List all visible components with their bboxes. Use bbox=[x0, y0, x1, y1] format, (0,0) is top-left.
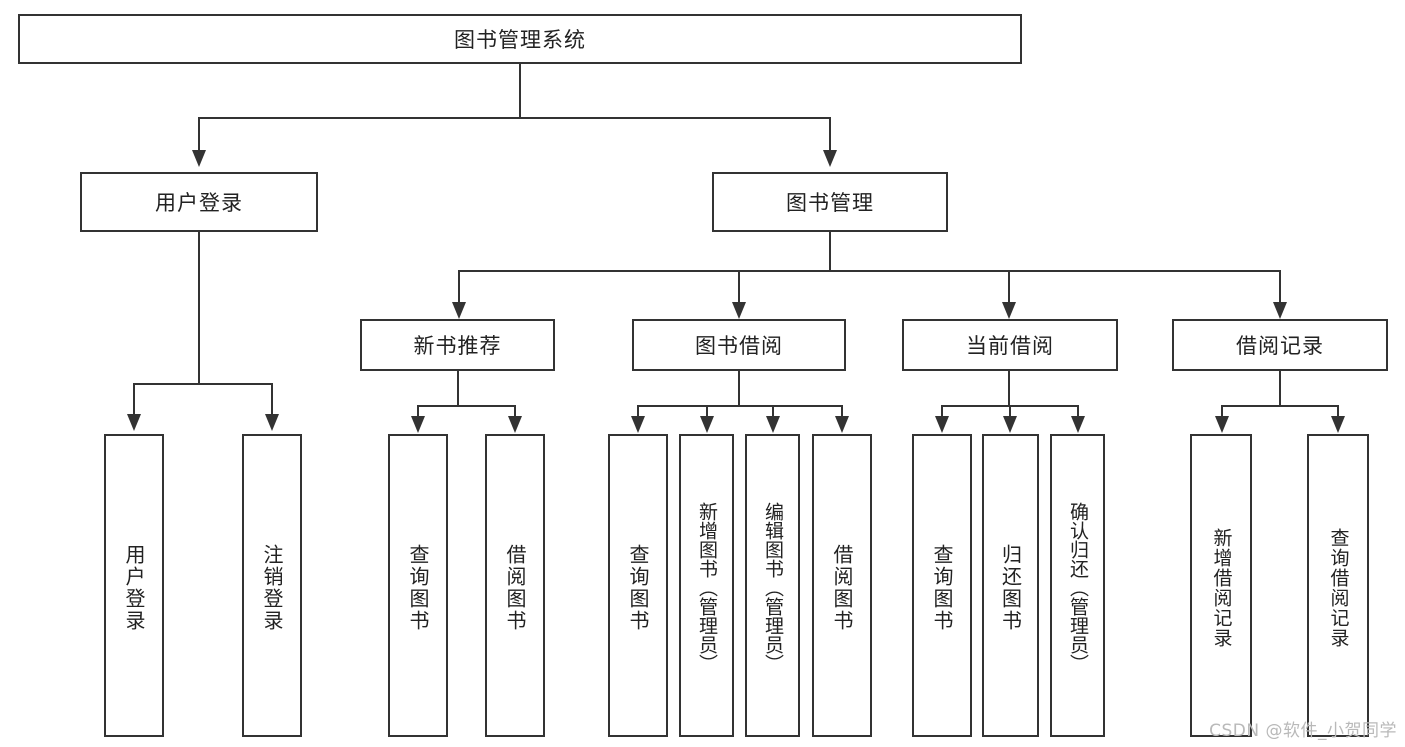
connector-user-login-bus bbox=[133, 383, 272, 385]
node-leaf-query-borrow-record[interactable]: 查询借阅记录 bbox=[1307, 434, 1369, 737]
node-label: 查询图书 bbox=[626, 543, 650, 632]
node-label: 查询借阅记录 bbox=[1327, 527, 1350, 648]
node-leaf-user-login[interactable]: 用户登录 bbox=[104, 434, 164, 737]
node-label: 图书借阅 bbox=[695, 334, 783, 358]
connector-new-book-rec-stem bbox=[457, 371, 459, 407]
connector-book-manage-drop-3 bbox=[1008, 270, 1010, 304]
node-label: 归还图书 bbox=[998, 543, 1023, 632]
node-leaf-add-book-admin[interactable]: 新增图书（管理员） bbox=[679, 434, 734, 737]
arrow-to-new-book-rec bbox=[452, 302, 466, 319]
arrow-to-leaf-add-record bbox=[1215, 416, 1229, 433]
connector-borrow-record-stem bbox=[1279, 371, 1281, 407]
node-label: 借阅记录 bbox=[1236, 334, 1324, 358]
connector-borrow-record-drop-1 bbox=[1221, 405, 1223, 419]
arrow-to-leaf-user-logout bbox=[265, 414, 279, 431]
connector-current-borrow-stem bbox=[1008, 371, 1010, 407]
node-label: 图书管理系统 bbox=[454, 28, 586, 52]
connector-user-login-drop-2 bbox=[271, 383, 273, 416]
node-label: 查询图书 bbox=[406, 543, 430, 632]
node-leaf-borrow-book-new-rec[interactable]: 借阅图书 bbox=[485, 434, 545, 737]
node-label: 用户登录 bbox=[155, 191, 243, 215]
watermark-text: CSDN @软件_小贺同学 bbox=[1209, 721, 1397, 741]
arrow-to-leaf-confirm-return bbox=[1071, 416, 1085, 433]
arrow-to-leaf-query-book-1 bbox=[411, 416, 425, 433]
node-leaf-query-book-new-rec[interactable]: 查询图书 bbox=[388, 434, 448, 737]
connector-user-login-stem bbox=[198, 232, 200, 384]
connector-new-book-rec-bus bbox=[417, 405, 515, 407]
node-leaf-query-book-current[interactable]: 查询图书 bbox=[912, 434, 972, 737]
connector-root-to-book-manage bbox=[829, 117, 831, 152]
arrow-to-book-borrow bbox=[732, 302, 746, 319]
connector-current-borrow-drop-3 bbox=[1077, 405, 1079, 419]
node-label: 借阅图书 bbox=[830, 543, 854, 632]
node-root-book-management-system[interactable]: 图书管理系统 bbox=[18, 14, 1022, 64]
arrow-to-leaf-add-book bbox=[700, 416, 714, 433]
node-label: 借阅图书 bbox=[503, 543, 527, 632]
node-label: 确认归还（管理员） bbox=[1067, 502, 1089, 673]
connector-new-book-rec-drop-1 bbox=[417, 405, 419, 419]
arrow-to-leaf-query-record bbox=[1331, 416, 1345, 433]
connector-book-borrow-drop-4 bbox=[841, 405, 843, 419]
arrow-to-current-borrow bbox=[1002, 302, 1016, 319]
node-label: 新增借阅记录 bbox=[1210, 527, 1233, 648]
connector-book-borrow-drop-2 bbox=[706, 405, 708, 419]
connector-book-manage-stem bbox=[829, 232, 831, 272]
arrow-to-borrow-record bbox=[1273, 302, 1287, 319]
arrow-to-book-manage bbox=[823, 150, 837, 167]
arrow-to-leaf-borrow-book-1 bbox=[508, 416, 522, 433]
node-current-borrow[interactable]: 当前借阅 bbox=[902, 319, 1118, 371]
node-book-borrow[interactable]: 图书借阅 bbox=[632, 319, 846, 371]
arrow-to-leaf-query-book-3 bbox=[935, 416, 949, 433]
arrow-to-leaf-query-book-2 bbox=[631, 416, 645, 433]
node-label: 编辑图书（管理员） bbox=[762, 502, 784, 673]
connector-book-manage-bus bbox=[458, 270, 1281, 272]
node-leaf-add-borrow-record[interactable]: 新增借阅记录 bbox=[1190, 434, 1252, 737]
connector-current-borrow-drop-1 bbox=[941, 405, 943, 419]
arrow-to-leaf-return-book bbox=[1003, 416, 1017, 433]
connector-book-borrow-bus bbox=[637, 405, 842, 407]
node-label: 用户登录 bbox=[122, 543, 146, 632]
node-new-book-recommendation[interactable]: 新书推荐 bbox=[360, 319, 555, 371]
connector-new-book-rec-drop-2 bbox=[514, 405, 516, 419]
node-label: 注销登录 bbox=[260, 543, 284, 632]
connector-book-borrow-drop-3 bbox=[772, 405, 774, 419]
connector-root-to-user-login bbox=[198, 117, 200, 152]
connector-book-borrow-stem bbox=[738, 371, 740, 407]
connector-book-manage-drop-1 bbox=[458, 270, 460, 304]
arrow-to-user-login bbox=[192, 150, 206, 167]
node-user-login[interactable]: 用户登录 bbox=[80, 172, 318, 232]
node-label: 当前借阅 bbox=[966, 334, 1054, 358]
connector-book-borrow-drop-1 bbox=[637, 405, 639, 419]
connector-book-manage-drop-2 bbox=[738, 270, 740, 304]
node-label: 图书管理 bbox=[786, 191, 874, 215]
node-leaf-borrow-book-borrow[interactable]: 借阅图书 bbox=[812, 434, 872, 737]
node-leaf-query-book-borrow[interactable]: 查询图书 bbox=[608, 434, 668, 737]
connector-borrow-record-drop-2 bbox=[1337, 405, 1339, 419]
node-leaf-edit-book-admin[interactable]: 编辑图书（管理员） bbox=[745, 434, 800, 737]
node-leaf-user-logout[interactable]: 注销登录 bbox=[242, 434, 302, 737]
connector-current-borrow-drop-2 bbox=[1009, 405, 1011, 419]
connector-root-stem bbox=[519, 64, 521, 118]
node-book-manage[interactable]: 图书管理 bbox=[712, 172, 948, 232]
node-leaf-return-book[interactable]: 归还图书 bbox=[982, 434, 1039, 737]
arrow-to-leaf-edit-book bbox=[766, 416, 780, 433]
connector-book-manage-drop-4 bbox=[1279, 270, 1281, 304]
node-borrow-record[interactable]: 借阅记录 bbox=[1172, 319, 1388, 371]
node-label: 新书推荐 bbox=[413, 334, 502, 358]
node-leaf-confirm-return-admin[interactable]: 确认归还（管理员） bbox=[1050, 434, 1105, 737]
node-label: 新增图书（管理员） bbox=[696, 502, 718, 673]
connector-user-login-drop-1 bbox=[133, 383, 135, 416]
connector-borrow-record-bus bbox=[1221, 405, 1338, 407]
arrow-to-leaf-user-login bbox=[127, 414, 141, 431]
node-label: 查询图书 bbox=[930, 543, 954, 632]
arrow-to-leaf-borrow-book-2 bbox=[835, 416, 849, 433]
connector-root-bus bbox=[198, 117, 831, 119]
